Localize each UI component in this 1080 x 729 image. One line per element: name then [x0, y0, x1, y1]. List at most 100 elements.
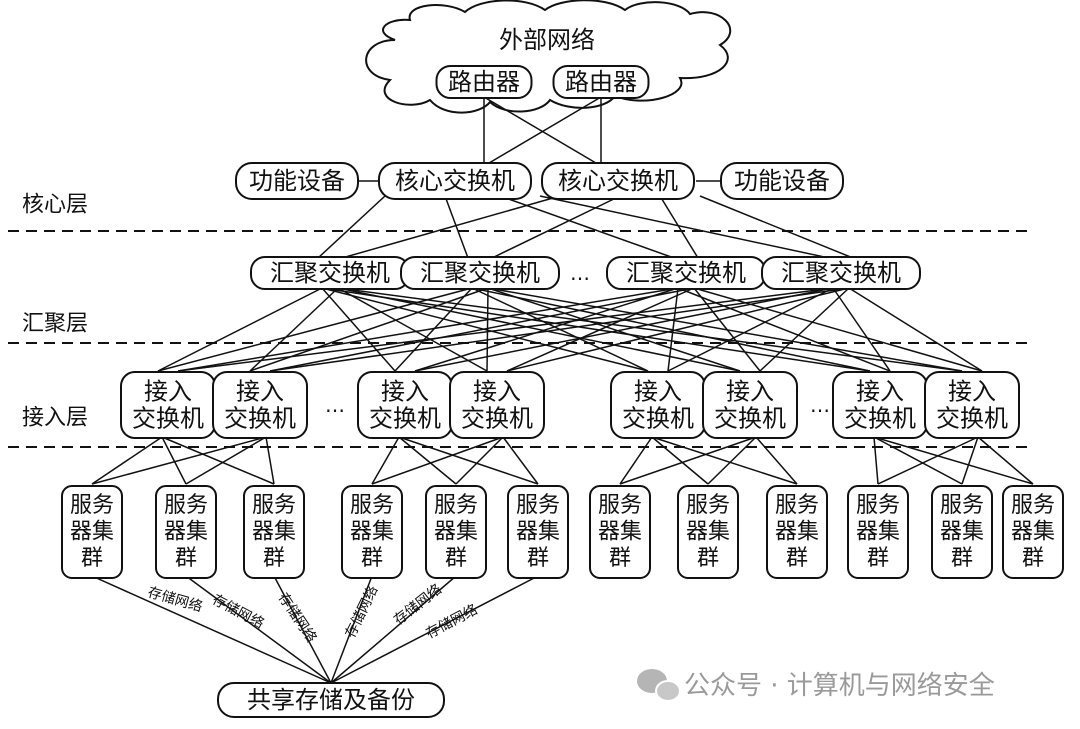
link-access3-server5	[398, 436, 457, 485]
link-core2-agg1	[341, 195, 561, 259]
function-device-2-label: 功能设备	[734, 167, 830, 195]
function-device-2: 功能设备	[720, 162, 844, 200]
link-server4-storage	[330, 575, 373, 684]
aggregation-switch-2-label: 汇聚交换机	[420, 259, 540, 287]
server-cluster-9-label: 器集	[775, 520, 819, 545]
link-agg1-access3	[321, 287, 396, 372]
server-cluster-3-label: 服务	[252, 493, 296, 518]
link-access1-server3	[161, 436, 275, 485]
link-agg4-access4	[506, 287, 850, 372]
link-router2-core1	[483, 96, 602, 167]
server-cluster-11-label: 服务	[940, 493, 984, 518]
link-access4-server4	[371, 436, 504, 485]
link-agg3-access7	[677, 287, 891, 372]
link-agg4-access3	[414, 287, 834, 372]
access-switch-5-label: 接入	[634, 378, 682, 406]
link-access8-server10	[877, 436, 979, 485]
link-access1-server1	[91, 436, 163, 485]
access-switch-1-label: 交换机	[132, 405, 204, 433]
link-agg3-access3	[414, 287, 679, 372]
router-2: 路由器	[552, 65, 650, 99]
link-agg3-access8	[693, 287, 983, 372]
link-agg1-access2	[249, 287, 339, 372]
access-switch-6-label: 接入	[726, 378, 774, 406]
server-cluster-3-label: 群	[263, 546, 285, 571]
server-cluster-4-label: 服务	[350, 493, 394, 518]
link-core1-agg3	[499, 195, 675, 259]
link-agg3-access2	[269, 287, 695, 372]
layer-label-aggregation: 汇聚层	[22, 312, 88, 337]
server-cluster-12-label: 群	[1022, 546, 1044, 571]
server-cluster-2-label: 器集	[164, 520, 208, 545]
link-agg4-access8	[848, 287, 983, 372]
link-server1-storage	[91, 575, 332, 684]
aggregation-switch-4: 汇聚交换机	[761, 256, 921, 290]
server-cluster-5-label: 服务	[434, 493, 478, 518]
link-access3-server6	[398, 436, 539, 485]
access-switch-3-label: 交换机	[369, 405, 441, 433]
server-cluster-4-label: 群	[361, 546, 383, 571]
link-core2-agg3	[659, 195, 699, 259]
link-agg2-access7	[471, 287, 871, 372]
link-core2-agg2	[491, 195, 621, 259]
access-ellipsis-1: …	[325, 393, 345, 417]
aggregation-switch-3: 汇聚交换机	[606, 256, 766, 290]
access-switch-8-label: 交换机	[936, 405, 1008, 433]
core-switch-1: 核心交换机	[378, 162, 532, 200]
access-switch-4-label: 接入	[473, 378, 521, 406]
link-access5-server8	[651, 436, 709, 485]
shared-storage-backup-label: 共享存储及备份	[247, 686, 415, 714]
server-cluster-7-label: 服务	[598, 493, 642, 518]
aggregation-switch-2: 汇聚交换机	[400, 256, 560, 290]
link-agg2-access8	[487, 287, 963, 372]
storage-network-label: 存储网络	[275, 590, 320, 645]
links: 存储网络存储网络存储网络存储网络存储网络存储网络	[91, 96, 1034, 684]
server-cluster-1-label: 器集	[70, 520, 114, 545]
core-switch-1-label: 核心交换机	[395, 167, 515, 195]
storage-network-label: 存储网络	[146, 585, 204, 616]
link-access2-server3	[265, 436, 275, 485]
link-agg1-access6	[337, 287, 741, 372]
link-agg2-access6	[487, 287, 741, 372]
link-access2-server2	[185, 436, 267, 485]
access-switch-3-label: 接入	[381, 378, 429, 406]
server-cluster-9-label: 服务	[775, 493, 819, 518]
server-cluster-9-label: 群	[786, 546, 808, 571]
core-switch-2-label: 核心交换机	[558, 167, 678, 195]
server-cluster-2-label: 服务	[164, 493, 208, 518]
server-cluster-7-label: 器集	[598, 520, 642, 545]
link-access8-server11	[961, 436, 979, 485]
link-access5-server7	[619, 436, 653, 485]
link-agg1-access8	[337, 287, 963, 372]
access-switch-8-label: 接入	[948, 378, 996, 406]
link-agg3-access1	[177, 287, 679, 372]
link-access7-server10	[873, 436, 879, 485]
aggregation-switch-1: 汇聚交换机	[250, 256, 410, 290]
access-switch-5-label: 交换机	[622, 405, 694, 433]
link-access1-server2	[161, 436, 187, 485]
link-agg4-access1	[177, 287, 834, 372]
watermark: 公众号 · 计算机与网络安全	[637, 669, 995, 702]
server-cluster-3-label: 器集	[252, 520, 296, 545]
agg-ellipsis: …	[570, 261, 590, 285]
link-agg3-access4	[506, 287, 695, 372]
server-cluster-11-label: 器集	[940, 520, 984, 545]
server-cluster-2-label: 群	[175, 546, 197, 571]
link-agg4-access6	[759, 287, 850, 372]
link-access6-server7	[619, 436, 757, 485]
link-agg2-access3	[394, 287, 473, 372]
access-switch-7-label: 交换机	[844, 405, 916, 433]
aggregation-switch-3-label: 汇聚交换机	[626, 259, 746, 287]
link-access2-server1	[91, 436, 267, 485]
link-agg3-access5	[667, 287, 679, 372]
storage-network-label: 存储网络	[210, 592, 267, 632]
aggregation-switch-1-label: 汇聚交换机	[270, 259, 390, 287]
